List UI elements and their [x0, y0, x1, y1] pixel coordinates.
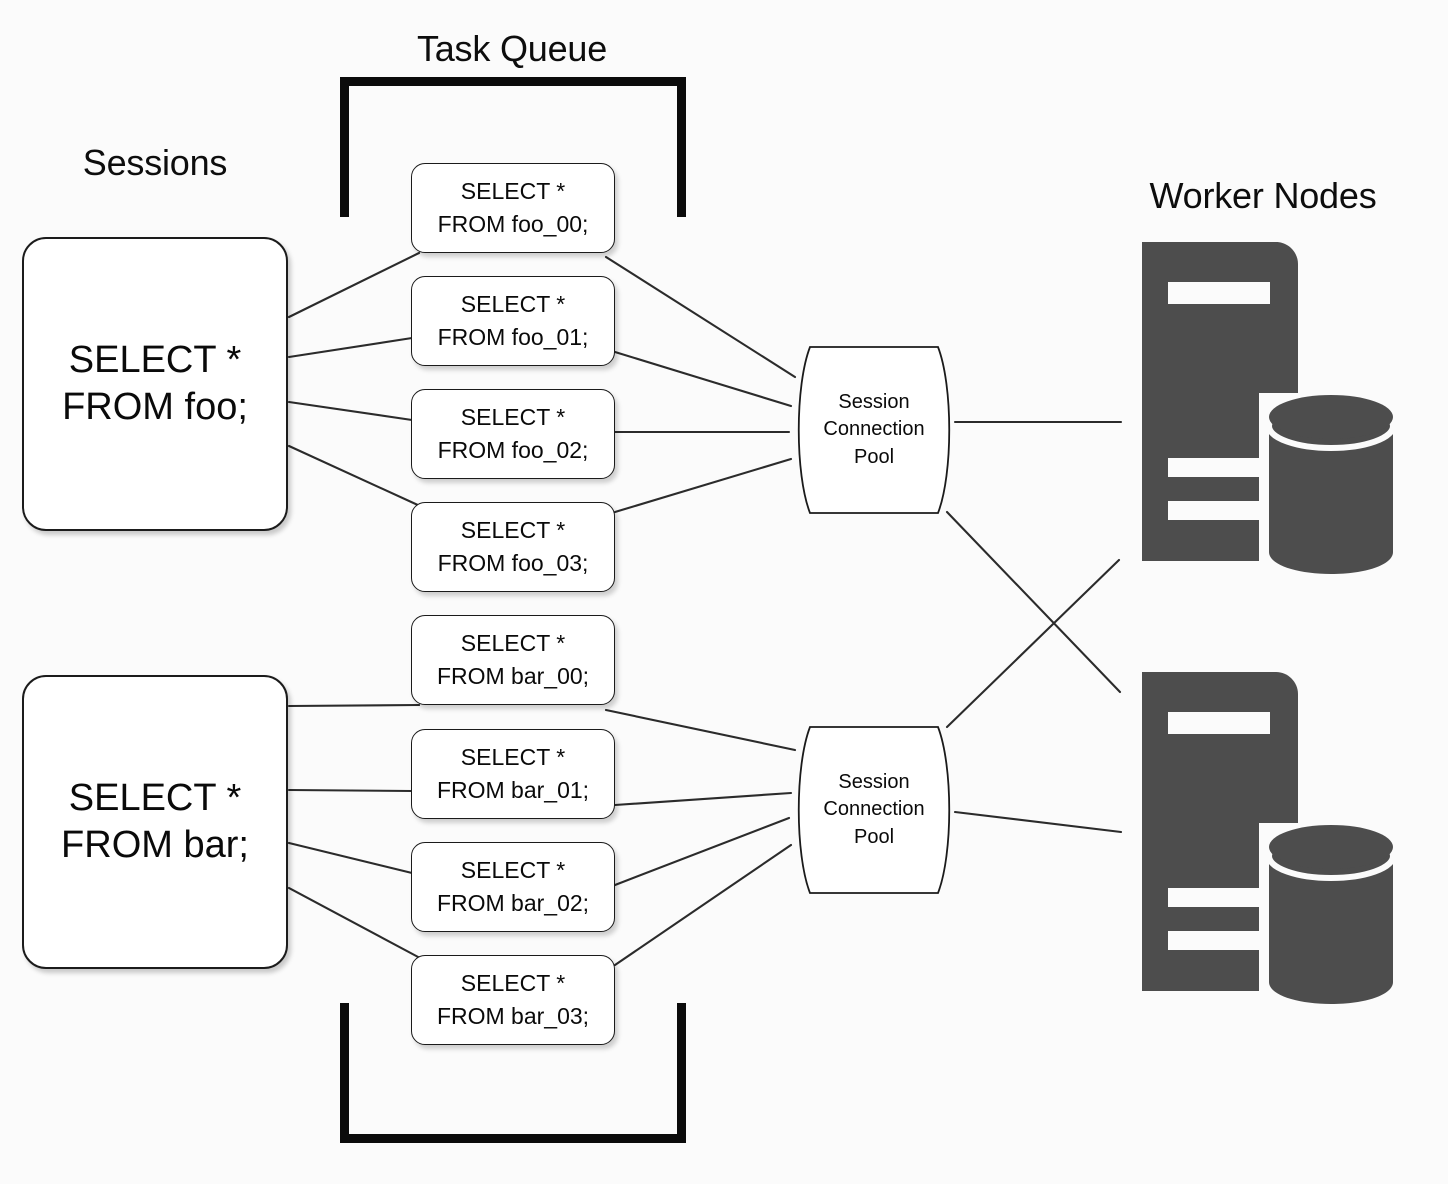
task-bar-03-line1: SELECT * — [460, 969, 566, 996]
task-foo-01-line1: SELECT * — [460, 290, 566, 317]
task-bar-02-line2: FROM bar_02; — [436, 890, 590, 916]
session-box-foo-text: SELECT * FROM foo; — [62, 337, 248, 432]
session-box-bar[interactable]: SELECT * FROM bar; — [22, 675, 288, 969]
task-box-foo-00-text: SELECT * FROM foo_00; — [438, 175, 589, 242]
task-box-bar-02[interactable]: SELECT * FROM bar_02; — [411, 842, 615, 932]
session-bar-line1: SELECT * — [68, 776, 242, 819]
task-box-foo-02-text: SELECT * FROM foo_02; — [438, 401, 589, 468]
task-box-foo-03-text: SELECT * FROM foo_03; — [438, 514, 589, 581]
task-foo-02-line1: SELECT * — [460, 403, 566, 430]
task-box-foo-01[interactable]: SELECT * FROM foo_01; — [411, 276, 615, 366]
task-box-foo-01-text: SELECT * FROM foo_01; — [438, 288, 589, 355]
task-box-bar-00-text: SELECT * FROM bar_00; — [437, 627, 589, 694]
session-connection-pool-top[interactable]: Session Connection Pool — [788, 344, 960, 516]
task-queue-bracket-top — [340, 77, 686, 217]
task-box-foo-02[interactable]: SELECT * FROM foo_02; — [411, 389, 615, 479]
task-bar-02-line1: SELECT * — [460, 856, 566, 883]
task-box-foo-00[interactable]: SELECT * FROM foo_00; — [411, 163, 615, 253]
session-bar-line2: FROM bar; — [61, 824, 249, 866]
sessions-group-label: Sessions — [82, 142, 228, 183]
session-foo-line2: FROM foo; — [62, 386, 248, 428]
task-box-bar-03-text: SELECT * FROM bar_03; — [437, 967, 589, 1034]
worker-node-1[interactable] — [1136, 236, 1402, 582]
task-foo-03-line1: SELECT * — [460, 516, 566, 543]
task-box-bar-00[interactable]: SELECT * FROM bar_00; — [411, 615, 615, 705]
task-box-bar-01[interactable]: SELECT * FROM bar_01; — [411, 729, 615, 819]
session-connection-pool-bottom[interactable]: Session Connection Pool — [788, 724, 960, 896]
task-bar-00-line2: FROM bar_00; — [436, 663, 590, 689]
task-foo-02-line2: FROM foo_02; — [437, 437, 589, 463]
task-queue-group-label: Task Queue — [416, 28, 608, 69]
task-box-bar-01-text: SELECT * FROM bar_01; — [437, 741, 589, 808]
task-queue-bracket-bottom — [340, 1003, 686, 1143]
worker-node-2[interactable] — [1136, 666, 1402, 1012]
task-box-foo-03[interactable]: SELECT * FROM foo_03; — [411, 502, 615, 592]
session-box-bar-text: SELECT * FROM bar; — [61, 775, 249, 870]
task-box-bar-02-text: SELECT * FROM bar_02; — [437, 854, 589, 921]
task-bar-01-line2: FROM bar_01; — [436, 777, 590, 803]
task-foo-00-line2: FROM foo_00; — [437, 211, 589, 237]
worker-nodes-group-label: Worker Nodes — [1149, 175, 1377, 216]
server-database-icon — [1142, 242, 1396, 574]
task-foo-01-line2: FROM foo_01; — [437, 324, 589, 350]
task-foo-03-line2: FROM foo_03; — [437, 550, 589, 576]
task-box-bar-03[interactable]: SELECT * FROM bar_03; — [411, 955, 615, 1045]
session-box-foo[interactable]: SELECT * FROM foo; — [22, 237, 288, 531]
task-bar-00-line1: SELECT * — [460, 629, 566, 656]
session-foo-line1: SELECT * — [68, 338, 242, 381]
server-database-icon — [1142, 672, 1396, 1004]
task-bar-01-line1: SELECT * — [460, 743, 566, 770]
task-foo-00-line1: SELECT * — [460, 177, 566, 204]
task-bar-03-line2: FROM bar_03; — [436, 1003, 590, 1029]
